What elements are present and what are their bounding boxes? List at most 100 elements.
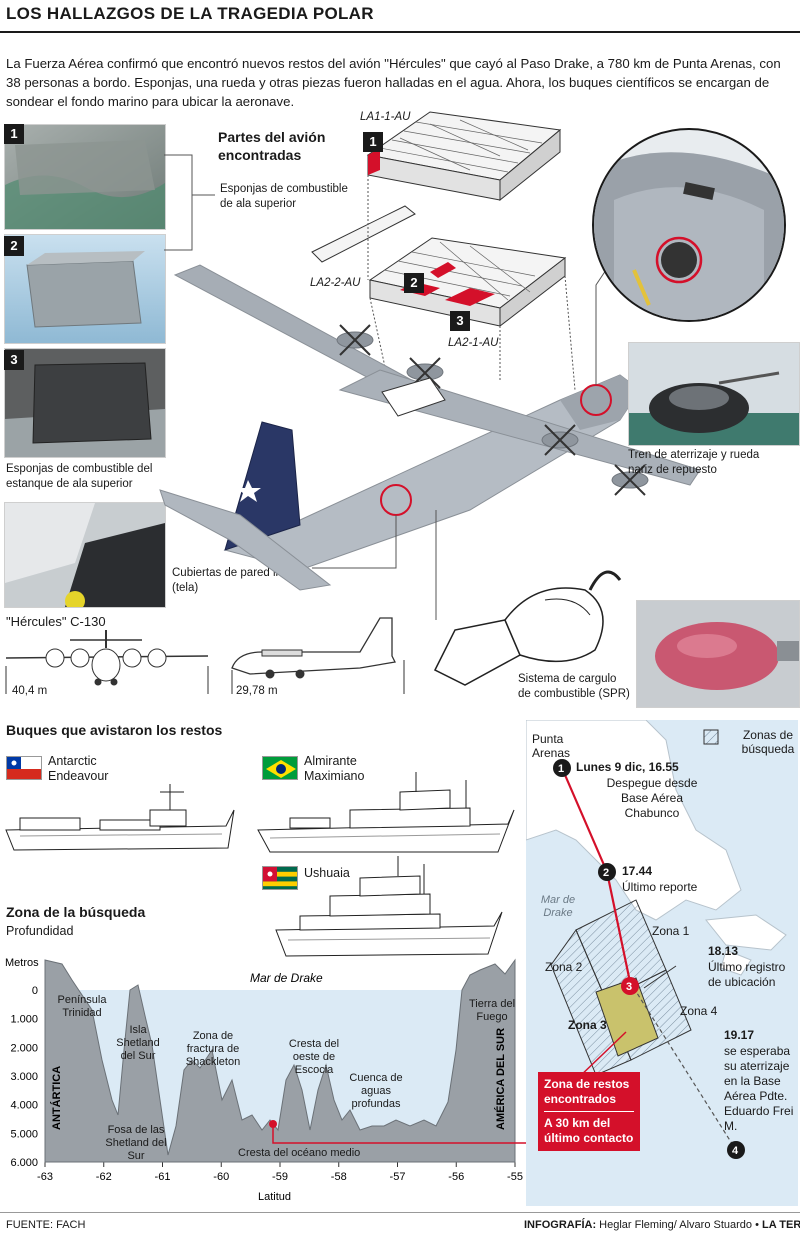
legend-swatch	[703, 729, 719, 745]
x-tick-label: -57	[390, 1171, 406, 1183]
restos-title: Zona de restos encontrados	[544, 1077, 634, 1112]
photo-cubiertas-image	[5, 503, 165, 607]
photo-esponja-3	[4, 348, 166, 458]
x-tick-label: -56	[448, 1171, 464, 1183]
aircraft-side-view	[231, 617, 396, 679]
photo-tren-aterrizaje	[628, 342, 800, 446]
footer-credit: INFOGRAFÍA: Heglar Fleming/ Alvaro Stuar…	[524, 1219, 800, 1231]
photo-esponja-2-image	[5, 235, 165, 343]
label-la1-1-au: LA1-1-AU	[360, 111, 411, 123]
ship-antarctic-endeavour	[5, 784, 235, 851]
ships-drawings	[5, 772, 515, 957]
flag-brazil	[262, 756, 298, 780]
aircraft-length: 29,78 m	[236, 685, 278, 697]
y-tick-label: 2.000	[10, 1042, 38, 1054]
x-axis-title: Latitud	[258, 1191, 291, 1203]
footer-divider	[0, 1212, 800, 1213]
map-point-3	[621, 977, 639, 995]
part-number-2: 2	[404, 273, 424, 293]
ship-name-ushuaia: Ushuaia	[304, 866, 350, 880]
footer-source: FUENTE: FACH	[6, 1219, 86, 1231]
label-peninsula: Península Trinidad	[57, 994, 107, 1019]
x-tick-label: -60	[213, 1171, 229, 1183]
photo-tren-image	[629, 343, 799, 445]
map-mar-drake: Mar de Drake	[540, 894, 576, 919]
ship-ushuaia	[275, 856, 503, 957]
label-america: AMÉRICA DEL SUR	[494, 1028, 507, 1130]
x-tick-label: -55	[507, 1171, 523, 1183]
part-number-1: 1	[363, 132, 383, 152]
map-p4-desc: se esperaba su aterrizaje en la Base Aér…	[724, 1044, 794, 1133]
map-punta-arenas: Punta Arenas	[532, 732, 571, 760]
aircraft-views	[5, 617, 405, 694]
label-shackleton: Zona de fractura de Shackleton	[185, 1030, 241, 1068]
map-point-1-num: 1	[558, 763, 564, 775]
photo-spr-image	[637, 601, 799, 707]
photo-esponja-1-image	[5, 125, 165, 229]
parts-heading: Partes del avión encontradas	[218, 129, 326, 163]
profile-marker	[269, 1120, 277, 1128]
label-shetland: Isla Shetland del Sur	[116, 1024, 160, 1062]
legend-label: Zonas de búsqueda	[741, 728, 795, 756]
wing-panel-top	[366, 111, 562, 202]
x-tick-label: -61	[155, 1171, 171, 1183]
map-zona-2: Zona 2	[545, 960, 583, 974]
restos-callout: Zona de restos encontrados A 30 km del ú…	[538, 1072, 640, 1151]
search-map: 1 2 3 4	[526, 720, 798, 1206]
map-p2-time: 17.44	[622, 864, 653, 878]
map-point-2	[598, 863, 616, 881]
intro-paragraph: La Fuerza Aérea confirmó que encontró nu…	[6, 56, 781, 109]
map-p4-time: 19.17	[724, 1028, 755, 1042]
photo-spr	[636, 600, 800, 708]
aircraft-illustration	[159, 111, 701, 620]
map-point-4-num: 4	[732, 1145, 739, 1157]
y-tick-label: 3.000	[10, 1071, 38, 1083]
ship-name-almirante: Almirante Maximiano	[304, 754, 365, 783]
spr-drawing	[433, 570, 622, 686]
caption-tren: Tren de aterrizaje y rueda nariz de repu…	[628, 449, 760, 476]
map-zona-3: Zona 3	[568, 1018, 607, 1032]
sea-label: Mar de Drake	[250, 971, 323, 985]
photo-number-2: 2	[4, 236, 24, 256]
y-tick-label: 5.000	[10, 1128, 38, 1140]
map-p1-time: Lunes 9 dic, 16.55	[576, 760, 679, 774]
ship-name-antarctic: Antarctic Endeavour	[48, 754, 109, 783]
label-la2-2-au: LA2-2-AU	[310, 277, 361, 289]
x-axis-ticks: -63-62-61-60-59-58-57-56-55	[37, 1162, 523, 1183]
label-fosa: Fosa de las Shetland del Sur	[105, 1124, 167, 1162]
footer-credit-label: INFOGRAFÍA:	[524, 1219, 597, 1231]
label-fuego: Tierra del Fuego	[468, 998, 516, 1023]
y-axis-ticks: 0 1.000 2.000 3.000 4.000 5.000 6.000	[10, 985, 38, 1169]
title-divider	[0, 31, 800, 33]
map-point-2-num: 2	[603, 867, 609, 879]
label-cuenca: Cuenca de aguas profundas	[349, 1072, 403, 1110]
footer-brand: LA TERCERA	[762, 1219, 800, 1231]
flag-chile	[6, 756, 42, 780]
y-tick-label: 4.000	[10, 1100, 38, 1112]
label-escocia: Cresta del oeste de Escocia	[288, 1038, 340, 1076]
photo-esponja-1	[4, 124, 166, 230]
x-tick-label: -58	[331, 1171, 347, 1183]
y-tick-label: 6.000	[10, 1157, 38, 1169]
label-cresta-medio: Cresta del océano medio	[238, 1147, 361, 1159]
label-la2-1-au: LA2-1-AU	[448, 337, 499, 349]
profile-subheading: Profundidad	[6, 924, 74, 938]
map-point-3-num: 3	[626, 981, 632, 993]
aircraft-name: "Hércules" C-130	[6, 614, 106, 629]
map-p3-desc: Último registro de ubicación	[708, 960, 786, 989]
nose-detail	[592, 128, 786, 322]
map-p3-time: 18.13	[708, 944, 739, 958]
x-tick-label: -59	[272, 1171, 288, 1183]
photo-number-3: 3	[4, 350, 24, 370]
photo-esponja-2	[4, 234, 166, 344]
y-tick-label: 0	[32, 985, 38, 997]
ship-almirante-maximiano	[257, 772, 515, 853]
zona-2-area	[550, 928, 632, 1076]
photo-number-1: 1	[4, 124, 24, 144]
map-zona-1: Zona 1	[652, 924, 690, 938]
caption-esponjas-ala-superior: Esponjas de combustible de ala superior	[220, 183, 348, 210]
aircraft-width: 40,4 m	[12, 685, 48, 697]
y-tick-label: 1.000	[10, 1014, 38, 1026]
page-title: LOS HALLAZGOS DE LA TRAGEDIA POLAR	[6, 4, 374, 23]
